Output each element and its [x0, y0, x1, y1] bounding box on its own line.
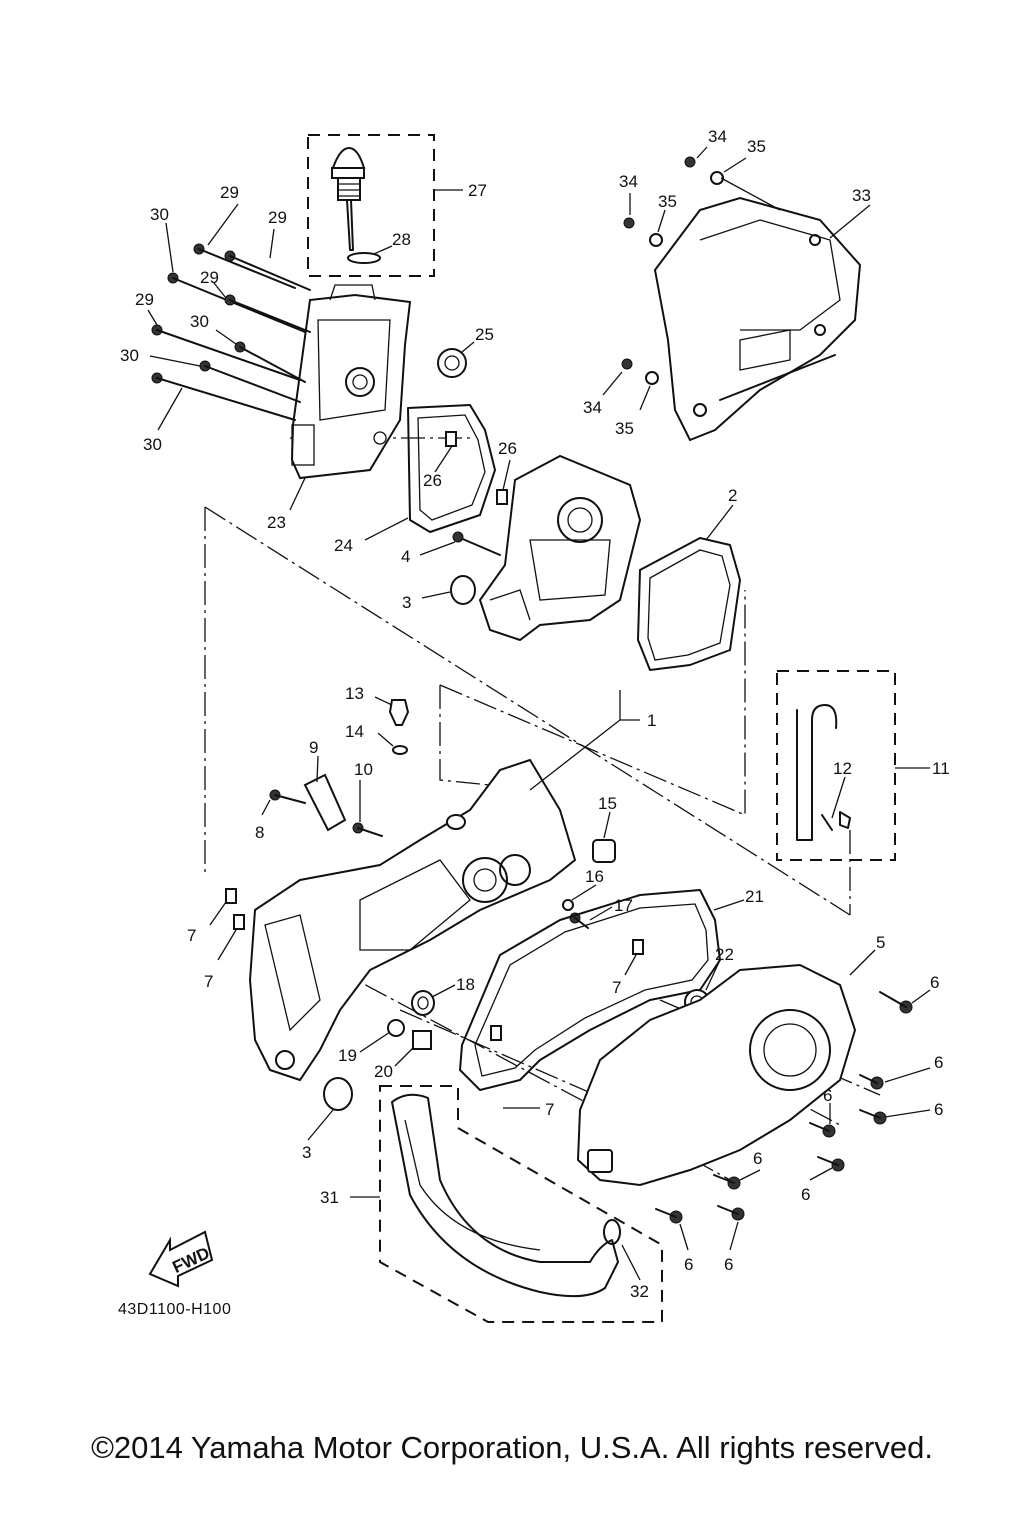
cover-plate-icon [269, 773, 383, 837]
callout-32: 32 [630, 1282, 649, 1301]
washer-16-icon [562, 899, 589, 929]
callout-6: 6 [753, 1149, 762, 1168]
callout-7: 7 [187, 926, 196, 945]
air-duct-icon [391, 1093, 621, 1298]
callout-30: 30 [150, 205, 169, 224]
callout-13: 13 [345, 684, 364, 703]
callout-29: 29 [200, 268, 219, 287]
callout-20: 20 [374, 1062, 393, 1081]
kit-box-27 [307, 134, 435, 277]
crankcase-right-icon [450, 454, 642, 642]
callout-27: 27 [468, 181, 487, 200]
callout-19: 19 [338, 1046, 357, 1065]
fwd-arrow-icon: FWD [148, 1230, 214, 1288]
callout-24: 24 [334, 536, 353, 555]
callout-labels: 34 35 34 35 33 34 35 27 28 29 29 29 29 3… [120, 127, 950, 1301]
callout-15: 15 [598, 794, 617, 813]
callout-34: 34 [583, 398, 602, 417]
callout-6: 6 [823, 1086, 832, 1105]
long-bolts-icon [151, 243, 311, 421]
callout-28: 28 [392, 230, 411, 249]
callout-34: 34 [708, 127, 727, 146]
callout-8: 8 [255, 823, 264, 842]
air-shroud-icon [621, 156, 862, 442]
callout-14: 14 [345, 722, 364, 741]
seal-18-icon [411, 990, 435, 1016]
kit-box-31 [379, 1085, 663, 1323]
gasket-icon [407, 404, 508, 533]
callout-29: 29 [220, 183, 239, 202]
callout-30: 30 [190, 312, 209, 331]
callout-7: 7 [612, 978, 621, 997]
callout-1: 1 [647, 711, 656, 730]
oil-seal-icon [437, 348, 467, 378]
callout-16: 16 [585, 867, 604, 886]
callout-30: 30 [143, 435, 162, 454]
callout-6: 6 [930, 973, 939, 992]
callout-35: 35 [747, 137, 766, 156]
drain-plug-20-icon [412, 1030, 432, 1050]
callout-35: 35 [658, 192, 677, 211]
oil-dipstick-icon [331, 146, 381, 264]
collar-15-icon [592, 839, 616, 863]
callout-17: 17 [614, 896, 633, 915]
breather-hose-icon [796, 704, 851, 841]
callout-7: 7 [204, 972, 213, 991]
callout-9: 9 [309, 738, 318, 757]
callout-3: 3 [402, 593, 411, 612]
callout-31: 31 [320, 1188, 339, 1207]
callout-25: 25 [475, 325, 494, 344]
crankcase-cover-5-icon [576, 963, 857, 1187]
callout-30: 30 [120, 346, 139, 365]
callout-10: 10 [354, 760, 373, 779]
callout-35: 35 [615, 419, 634, 438]
callout-6: 6 [934, 1053, 943, 1072]
callout-33: 33 [852, 186, 871, 205]
callout-22: 22 [715, 945, 734, 964]
callout-6: 6 [934, 1100, 943, 1119]
callout-18: 18 [456, 975, 475, 994]
callout-29: 29 [135, 290, 154, 309]
collar-3-icon [323, 1077, 353, 1111]
callout-26: 26 [423, 471, 442, 490]
callout-6: 6 [724, 1255, 733, 1274]
kit-box-11 [776, 670, 896, 861]
callout-21: 21 [745, 887, 764, 906]
callout-23: 23 [267, 513, 286, 532]
bolts-6-icon [655, 991, 913, 1224]
callout-3: 3 [302, 1143, 311, 1162]
callout-2: 2 [728, 486, 737, 505]
washer-19-icon [387, 1019, 405, 1037]
dowel-pins-icon [225, 888, 245, 930]
callout-26: 26 [498, 439, 517, 458]
drain-bolt-icon [388, 699, 410, 755]
crankcase-cover-icon [290, 284, 412, 480]
callout-5: 5 [876, 933, 885, 952]
crankcase-left-icon [248, 758, 577, 1082]
leader-lines [147, 146, 931, 1281]
callout-29: 29 [268, 208, 287, 227]
callout-11: 11 [932, 759, 950, 778]
copyright-notice: ©2014 Yamaha Motor Corporation, U.S.A. A… [91, 1430, 933, 1465]
callout-12: 12 [833, 759, 852, 778]
callout-6: 6 [684, 1255, 693, 1274]
diagram-code: 43D1100-H100 [118, 1301, 232, 1318]
callout-4: 4 [401, 547, 410, 566]
callout-34: 34 [619, 172, 638, 191]
gasket-2-icon [637, 537, 741, 671]
callout-7: 7 [545, 1100, 554, 1119]
callout-6: 6 [801, 1185, 810, 1204]
